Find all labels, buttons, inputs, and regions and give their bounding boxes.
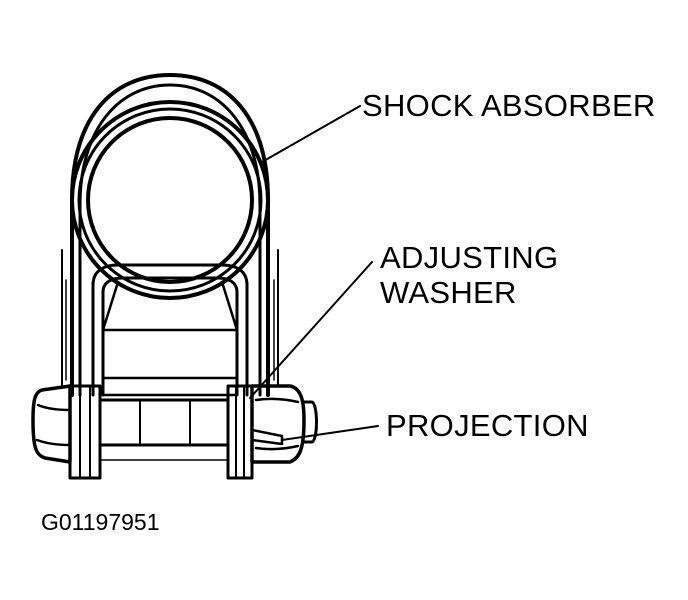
shock-absorber-eye	[70, 73, 270, 397]
label-adjusting: ADJUSTING	[380, 240, 558, 275]
label-shock-absorber: SHOCK ABSORBER	[362, 88, 656, 123]
leader-lines	[249, 105, 379, 441]
mounting-bracket	[61, 249, 279, 397]
figure-code: G01197951	[41, 509, 160, 535]
label-washer: WASHER	[380, 275, 517, 310]
label-projection: PROJECTION	[386, 408, 589, 443]
leader-shock-absorber	[261, 105, 361, 163]
leader-projection	[281, 425, 379, 441]
leader-adjusting-washer	[249, 261, 373, 399]
bolt-assembly	[31, 384, 318, 480]
